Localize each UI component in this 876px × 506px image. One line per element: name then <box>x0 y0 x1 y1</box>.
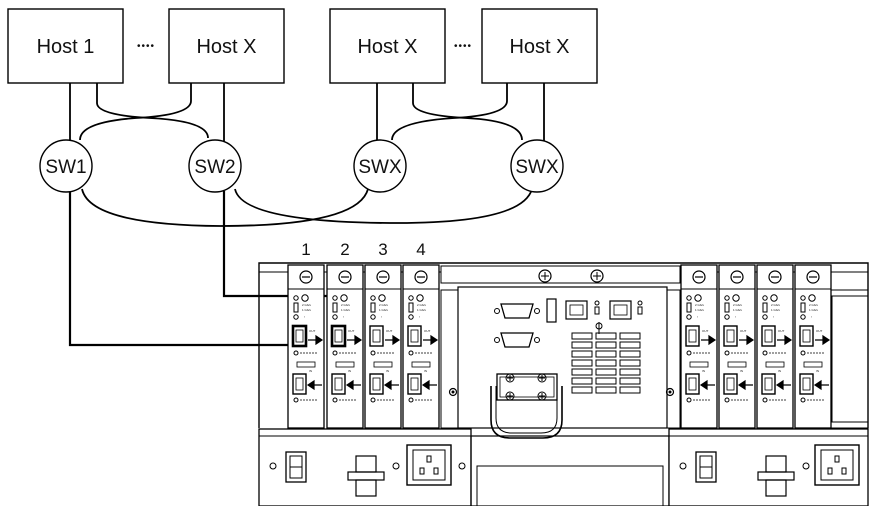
in-label: IN <box>778 369 781 373</box>
fault-label: ! <box>697 315 698 319</box>
out-label: OUT <box>348 329 355 333</box>
host-module-8: 2 Gb/s1 Gb/s! OUT IN <box>794 264 832 429</box>
status-leds-a <box>594 300 600 315</box>
host-module-1: 2 Gb/s1 Gb/s! OUT IN <box>287 264 325 429</box>
switch-4: SWX <box>510 139 564 193</box>
fan-latch-right <box>757 455 795 497</box>
power-inlet-right <box>814 444 860 486</box>
in-label: IN <box>386 369 389 373</box>
switch-label-3: SWX <box>358 157 402 178</box>
speed-1g-label: 1 Gb/s <box>695 308 704 312</box>
port-number-4: 4 <box>416 240 425 259</box>
speed-1g-label: 1 Gb/s <box>341 308 350 312</box>
speed-1g-label: 1 Gb/s <box>771 308 780 312</box>
out-label: OUT <box>778 329 785 333</box>
out-label: OUT <box>386 329 393 333</box>
host-module-6: 2 Gb/s1 Gb/s! OUT IN <box>718 264 756 429</box>
power-inlet-left <box>406 444 452 486</box>
host-label-2: Host X <box>196 36 256 58</box>
in-label: IN <box>309 369 312 373</box>
host-box-1: Host 1 <box>7 8 124 84</box>
speed-2g-label: 2 Gb/s <box>341 303 350 307</box>
speed-2g-label: 2 Gb/s <box>809 303 818 307</box>
speed-2g-label: 2 Gb/s <box>417 303 426 307</box>
fault-label: ! <box>419 315 420 319</box>
speed-2g-label: 2 Gb/s <box>695 303 704 307</box>
switch-loop-cables <box>81 188 533 227</box>
controller-panel <box>490 298 643 439</box>
in-label: IN <box>348 369 351 373</box>
host-switch-cables <box>69 83 545 146</box>
speed-2g-label: 2 Gb/s <box>379 303 388 307</box>
sw2-cable-entry <box>330 324 347 348</box>
power-supply-right <box>668 428 869 506</box>
host-module-3: 2 Gb/s1 Gb/s! OUT IN <box>364 264 402 429</box>
ethernet-port-3 <box>609 300 632 320</box>
out-label: OUT <box>740 329 747 333</box>
power-switch-right <box>695 451 717 483</box>
power-supply-left <box>258 428 472 506</box>
in-label: IN <box>702 369 705 373</box>
out-label: OUT <box>702 329 709 333</box>
speed-1g-label: 1 Gb/s <box>379 308 388 312</box>
switch-label-1: SW1 <box>45 157 86 178</box>
host-label-1: Host 1 <box>37 36 95 58</box>
fault-label: ! <box>811 315 812 319</box>
vent-grid <box>571 332 641 394</box>
speed-2g-label: 2 Gb/s <box>771 303 780 307</box>
host-module-7: 2 Gb/s1 Gb/s! OUT IN <box>756 264 794 429</box>
host-module-2: 2 Gb/s1 Gb/s! OUT IN <box>326 264 364 429</box>
enclosure-screw-left <box>538 269 552 283</box>
fault-label: ! <box>773 315 774 319</box>
host-box-4: Host X <box>481 8 598 84</box>
host-ellipsis-left: •••• <box>137 41 155 52</box>
host-label-4: Host X <box>509 36 569 58</box>
in-label: IN <box>424 369 427 373</box>
switch-2: SW2 <box>188 139 242 193</box>
fault-label: ! <box>381 315 382 319</box>
host-module-5: 2 Gb/s1 Gb/s! OUT IN <box>680 264 718 429</box>
fault-label: ! <box>735 315 736 319</box>
serial-connector-bottom <box>494 332 540 348</box>
serial-connector-top <box>494 303 540 319</box>
switch-label-4: SWX <box>515 157 559 178</box>
speed-2g-label: 2 Gb/s <box>302 303 311 307</box>
fault-label: ! <box>343 315 344 319</box>
handle-latch <box>490 373 563 439</box>
power-switch-left <box>285 451 307 483</box>
enclosure-screw-right <box>590 269 604 283</box>
switch-label-2: SW2 <box>194 157 235 178</box>
out-label: OUT <box>309 329 316 333</box>
switch-1: SW1 <box>39 139 93 193</box>
speed-1g-label: 1 Gb/s <box>733 308 742 312</box>
speed-1g-label: 1 Gb/s <box>809 308 818 312</box>
out-label: OUT <box>816 329 823 333</box>
speed-1g-label: 1 Gb/s <box>417 308 426 312</box>
out-label: OUT <box>424 329 431 333</box>
fault-label: ! <box>304 315 305 319</box>
speed-2g-label: 2 Gb/s <box>733 303 742 307</box>
switch-3: SWX <box>353 139 407 193</box>
ethernet-port-2 <box>565 300 588 320</box>
host-box-3: Host X <box>329 8 446 84</box>
sw1-cable-entry <box>291 324 308 348</box>
ethernet-port-1 <box>546 298 557 323</box>
fan-latch-left <box>347 455 385 497</box>
host-ellipsis-right: •••• <box>454 41 472 52</box>
host-box-2: Host X <box>168 8 285 84</box>
port-number-3: 3 <box>378 240 387 259</box>
host-module-4: 2 Gb/s1 Gb/s! OUT IN <box>402 264 440 429</box>
in-label: IN <box>816 369 819 373</box>
host-label-3: Host X <box>357 36 417 58</box>
in-label: IN <box>740 369 743 373</box>
center-bay <box>470 435 670 506</box>
port-number-1: 1 <box>301 240 310 259</box>
port-number-2: 2 <box>340 240 349 259</box>
status-leds-b <box>637 300 643 315</box>
speed-1g-label: 1 Gb/s <box>302 308 311 312</box>
